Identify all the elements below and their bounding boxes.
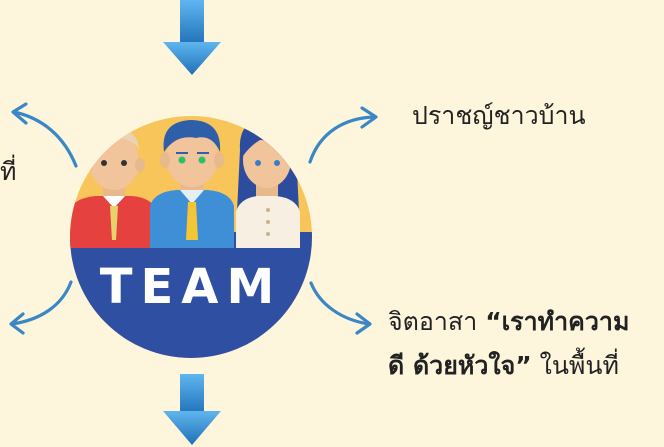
- label-village-sage: ปราชญ์ชาวบ้าน: [412, 101, 586, 130]
- curve-arrow-top-right: [308, 106, 378, 164]
- curve-arrow-bottom-left: [9, 280, 73, 335]
- team-badge: TEAM: [70, 116, 312, 358]
- label-volunteer-bold-2: ดี ด้วยหัวใจ: [388, 351, 516, 380]
- curve-arrow-bottom-right: [309, 281, 372, 335]
- bottom-down-arrow: [163, 374, 221, 445]
- label-left-fragment: ที่: [0, 157, 17, 186]
- curve-arrow-top-left: [11, 102, 78, 168]
- top-down-arrow: [163, 0, 221, 75]
- label-volunteer-prefix: จิตอาสา: [388, 307, 486, 336]
- label-volunteer-quote-close: ”: [515, 351, 532, 380]
- label-volunteer-line-2: ดี ด้วยหัวใจ” ในพื้นที่: [388, 344, 629, 388]
- label-volunteer-line-1: จิตอาสา “เราทำความ: [388, 300, 629, 344]
- person-middle-icon: [150, 120, 234, 248]
- team-badge-text: TEAM: [100, 259, 282, 315]
- person-right-icon: [236, 118, 300, 248]
- label-volunteer-bold-1: เราทำความ: [501, 307, 630, 336]
- label-volunteer-suffix: ในพื้นที่: [531, 351, 619, 380]
- label-volunteer: จิตอาสา “เราทำความ ดี ด้วยหัวใจ” ในพื้นท…: [388, 300, 629, 388]
- label-volunteer-quote-open: “: [485, 307, 502, 336]
